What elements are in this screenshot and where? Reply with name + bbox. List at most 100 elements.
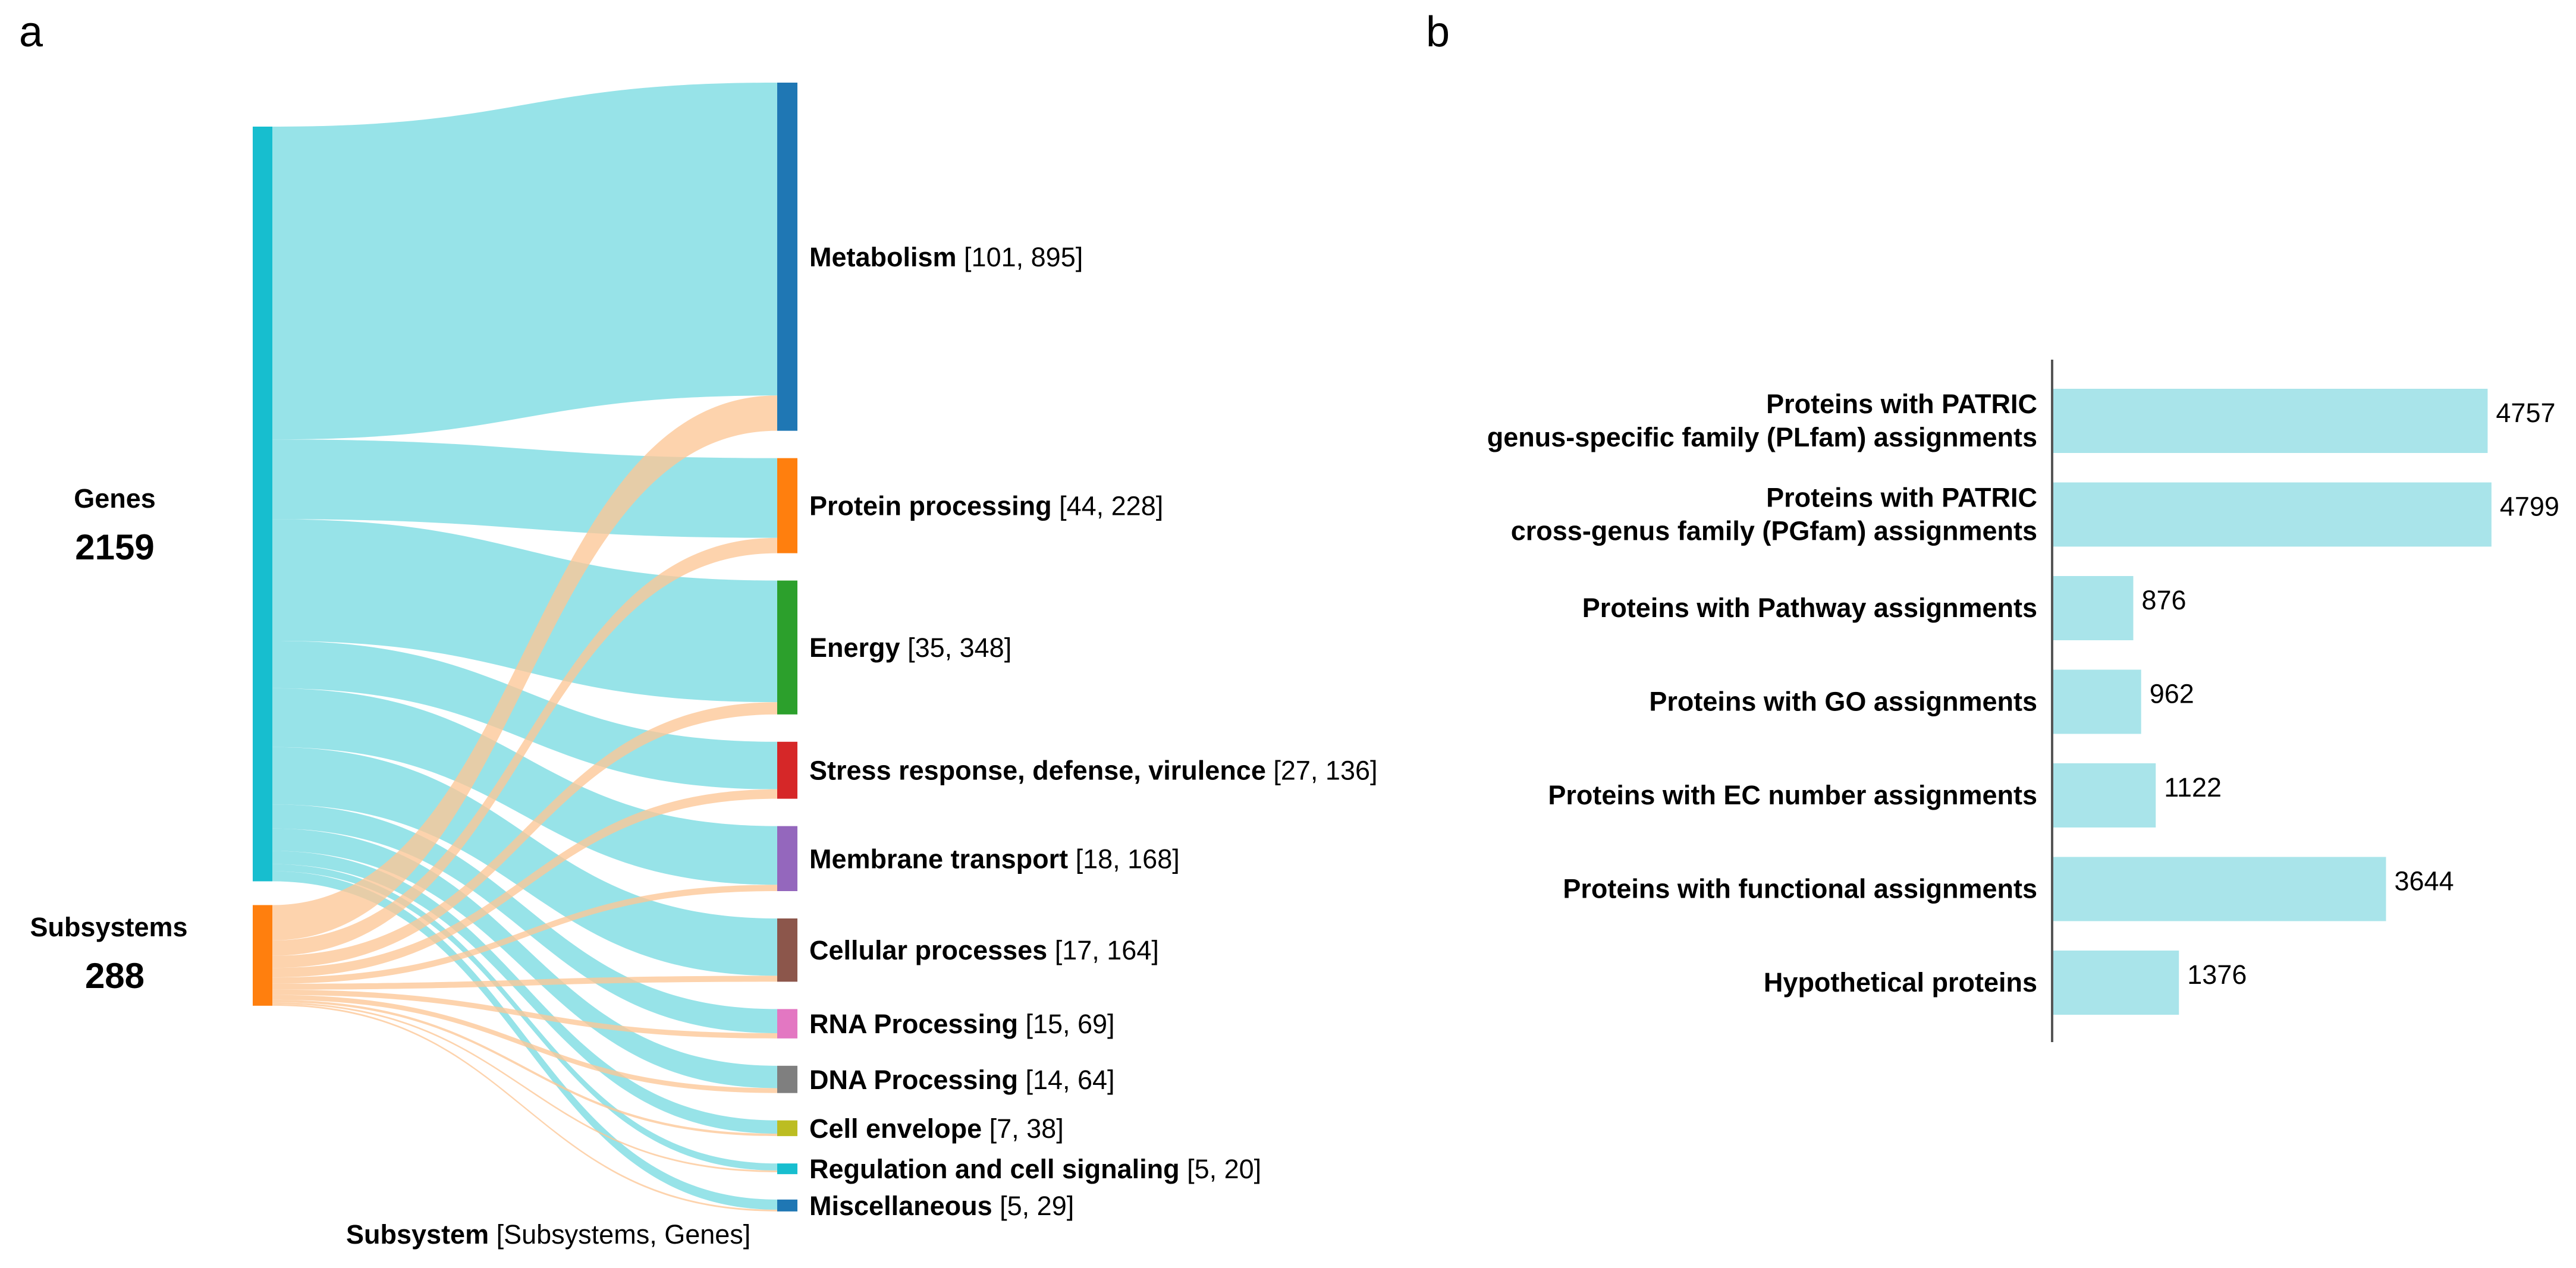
sankey-link-genes-dna-processing — [272, 828, 777, 1088]
sankey-link-subsystems-rna-processing — [272, 989, 777, 1039]
sankey-label-name: Membrane transport — [809, 844, 1068, 874]
bar-category-label-6: Proteins with functional assignments — [1563, 874, 2037, 904]
sankey-node-dna-processing — [777, 1065, 797, 1093]
sankey-label-name: DNA Processing — [809, 1065, 1018, 1095]
genes-count: 2159 — [75, 527, 154, 567]
subsystems-label: Subsystems — [30, 912, 187, 942]
sankey-link-subsystems-dna-processing — [272, 995, 777, 1093]
sankey-chart: Metabolism [101, 895] Protein processing … — [30, 83, 1378, 1250]
sankey-node-protein-processing — [777, 458, 797, 553]
sankey-node-genes — [253, 127, 272, 882]
bar-1 — [2053, 389, 2488, 453]
sankey-node-subsystems — [253, 905, 272, 1006]
sankey-label-values: [5, 29] — [992, 1191, 1075, 1221]
sankey-label-name: Metabolism — [809, 242, 957, 272]
sankey-label-rna-processing: RNA Processing [15, 69] — [809, 1009, 1115, 1039]
sankey-label-metabolism: Metabolism [101, 895] — [809, 242, 1083, 272]
sankey-link-genes-cellular-processes — [272, 747, 777, 976]
sankey-link-subsystems-miscellaneous — [272, 1003, 777, 1212]
sankey-label-values: [35, 348] — [900, 633, 1012, 663]
sankey-link-genes-metabolism — [272, 83, 777, 440]
bar-value-label-4: 962 — [2150, 679, 2194, 709]
sankey-link-genes-rna-processing — [272, 804, 777, 1033]
subsystems-count: 288 — [85, 956, 144, 996]
bar-value-label-6: 3644 — [2395, 866, 2454, 896]
bar-value-label-2: 4799 — [2500, 492, 2559, 522]
sankey-label-values: [44, 228] — [1052, 491, 1164, 521]
bar-category-label-1: Proteins with PATRIC — [1766, 389, 2037, 419]
sankey-link-subsystems-cellular-processes — [272, 976, 777, 990]
sankey-label-values: [7, 38] — [982, 1113, 1064, 1144]
sankey-label-membrane-transport: Membrane transport [18, 168] — [809, 844, 1180, 874]
sankey-label-values: [27, 136] — [1266, 756, 1378, 786]
sankey-node-metabolism — [777, 83, 797, 431]
sankey-link-genes-membrane-transport — [272, 688, 777, 885]
sankey-link-subsystems-metabolism — [272, 395, 777, 940]
sankey-label-values: [5, 20] — [1180, 1154, 1262, 1184]
sankey-label-name: Energy — [809, 633, 900, 663]
sankey-node-cellular-processes — [777, 918, 797, 982]
sankey-node-rna-processing — [777, 1009, 797, 1039]
sankey-node-stress-response-defense-virulence — [777, 741, 797, 799]
bar-value-label-3: 876 — [2142, 585, 2187, 615]
sankey-label-name: Miscellaneous — [809, 1191, 992, 1221]
sankey-link-genes-miscellaneous — [272, 871, 777, 1210]
sankey-label-protein-processing: Protein processing [44, 228] — [809, 491, 1163, 521]
panel-label-a: a — [19, 8, 43, 56]
bar-category-label-3: Proteins with Pathway assignments — [1582, 593, 2037, 623]
sankey-label-cell-envelope: Cell envelope [7, 38] — [809, 1113, 1064, 1144]
bar-category-label-5: Proteins with EC number assignments — [1548, 780, 2037, 810]
bar-category-label-1: genus-specific family (PLfam) assignment… — [1487, 422, 2037, 452]
genes-label: Genes — [74, 483, 156, 514]
sankey-label-cellular-processes: Cellular processes [17, 164] — [809, 935, 1159, 965]
sankey-label-name: Regulation and cell signaling — [809, 1154, 1180, 1184]
sankey-link-subsystems-membrane-transport — [272, 885, 777, 984]
sankey-label-values: [17, 164] — [1047, 935, 1159, 965]
sankey-link-genes-stress-response-defense-virulence — [272, 640, 777, 789]
sankey-link-subsystems-protein-processing — [272, 537, 777, 956]
bar-4 — [2053, 669, 2141, 734]
bar-5 — [2053, 763, 2156, 827]
bar-6 — [2053, 857, 2386, 921]
sankey-node-regulation-and-cell-signaling — [777, 1163, 797, 1175]
sankey-labels: Metabolism [101, 895] Protein processing … — [809, 242, 1378, 1221]
panel-label-b: b — [1426, 8, 1450, 56]
bar-value-label-5: 1122 — [2164, 772, 2222, 803]
bar-category-label-2: Proteins with PATRIC — [1766, 483, 2037, 513]
sankey-label-miscellaneous: Miscellaneous [5, 29] — [809, 1191, 1074, 1221]
bar-category-label-4: Proteins with GO assignments — [1649, 687, 2037, 717]
sankey-label-values: [101, 895] — [957, 242, 1083, 272]
sankey-label-values: [18, 168] — [1068, 844, 1180, 874]
footer-rest: [Subsystems, Genes] — [489, 1219, 750, 1250]
sankey-footer: Subsystem [Subsystems, Genes] — [346, 1219, 750, 1250]
sankey-label-dna-processing: DNA Processing [14, 64] — [809, 1065, 1115, 1095]
sankey-link-subsystems-regulation-and-cell-signaling — [272, 1002, 777, 1172]
sankey-label-name: Cell envelope — [809, 1113, 982, 1144]
sankey-link-subsystems-energy — [272, 702, 777, 968]
sankey-node-cell-envelope — [777, 1120, 797, 1137]
sankey-label-name: RNA Processing — [809, 1009, 1018, 1039]
bar-2 — [2053, 482, 2492, 547]
sankey-label-energy: Energy [35, 348] — [809, 633, 1011, 663]
bar-category-label-2: cross-genus family (PGfam) assignments — [1511, 516, 2037, 546]
bar-7 — [2053, 951, 2179, 1015]
sankey-link-genes-regulation-and-cell-signaling — [272, 864, 777, 1171]
sankey-links — [272, 83, 777, 1212]
sankey-node-miscellaneous — [777, 1199, 797, 1212]
bar-3 — [2053, 576, 2134, 640]
sankey-label-name: Protein processing — [809, 491, 1052, 521]
sankey-nodes — [253, 83, 797, 1212]
footer-bold: Subsystem — [346, 1219, 489, 1250]
sankey-label-values: [14, 64] — [1018, 1065, 1115, 1095]
sankey-label-stress-response-defense-virulence: Stress response, defense, virulence [27,… — [809, 756, 1378, 786]
sankey-link-genes-cell-envelope — [272, 851, 777, 1134]
sankey-label-name: Stress response, defense, virulence — [809, 756, 1266, 786]
sankey-label-values: [15, 69] — [1018, 1009, 1115, 1039]
bar-value-label-7: 1376 — [2187, 959, 2247, 990]
bar-value-label-1: 4757 — [2496, 398, 2555, 428]
sankey-label-regulation-and-cell-signaling: Regulation and cell signaling [5, 20] — [809, 1154, 1261, 1184]
sankey-node-energy — [777, 580, 797, 715]
sankey-link-subsystems-cell-envelope — [272, 999, 777, 1137]
